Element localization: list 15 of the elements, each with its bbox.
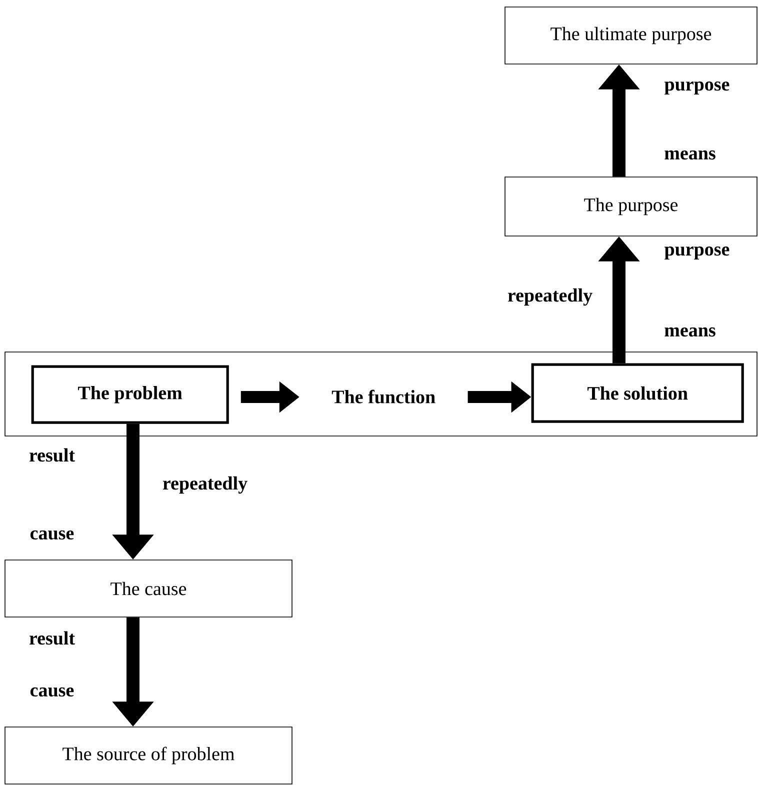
- band-box: [4, 352, 758, 436]
- arrow-end-label: cause: [30, 687, 74, 697]
- box: The purpose: [504, 176, 758, 236]
- box: The cause: [4, 560, 292, 618]
- box: The solution: [531, 363, 744, 423]
- edge-label: repeatedly: [162, 476, 248, 494]
- arrow-end-label: result: [29, 448, 75, 462]
- box: The ultimate purpose: [504, 6, 758, 64]
- box: The source of problem: [4, 726, 292, 784]
- arrow-end-label: purpose: [664, 81, 730, 95]
- box: The problem: [31, 365, 229, 424]
- arrow-end-label: means: [664, 327, 716, 337]
- arrow-end-label: cause: [30, 530, 74, 540]
- node-text: The function: [332, 390, 436, 404]
- edge-label: repeatedly: [508, 288, 592, 306]
